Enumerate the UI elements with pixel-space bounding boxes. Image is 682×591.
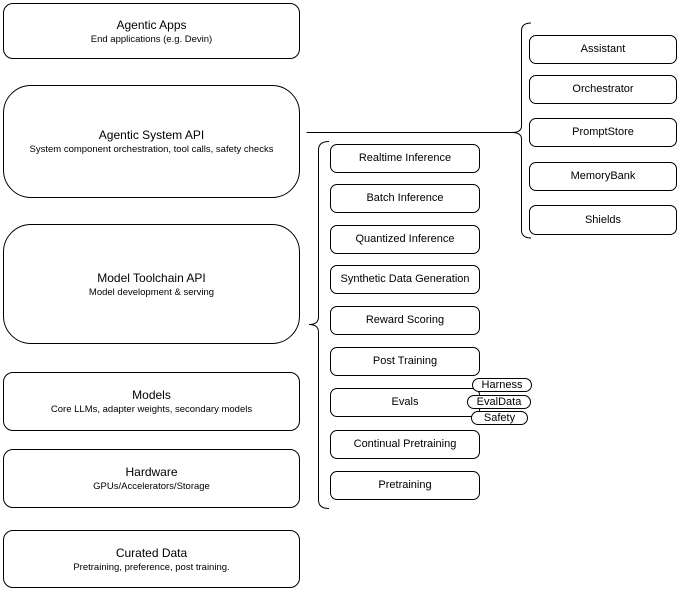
layer-subtitle: End applications (e.g. Devin) [90, 33, 213, 45]
system-node-memorybank: MemoryBank [529, 162, 677, 191]
layer-agentic-system-api: Agentic System API System component orch… [3, 85, 300, 198]
layer-model-toolchain-api: Model Toolchain API Model development & … [3, 224, 300, 344]
layer-hardware: Hardware GPUs/Accelerators/Storage [3, 449, 300, 508]
layer-subtitle: System component orchestration, tool cal… [29, 144, 274, 155]
toolchain-node-reward-scoring: Reward Scoring [330, 306, 480, 335]
toolchain-node-quantized-inference: Quantized Inference [330, 225, 480, 254]
eval-tag-evaldata: EvalData [467, 395, 531, 409]
toolchain-node-synthetic-data-generation: Synthetic Data Generation [330, 265, 480, 294]
toolchain-group-brace [308, 141, 330, 509]
toolchain-node-continual-pretraining: Continual Pretraining [330, 430, 480, 459]
system-node-shields: Shields [529, 205, 677, 235]
layer-models: Models Core LLMs, adapter weights, secon… [3, 372, 300, 431]
layer-subtitle: Core LLMs, adapter weights, secondary mo… [50, 404, 253, 415]
toolchain-node-evals: Evals [330, 388, 480, 417]
layer-title: Agentic System API [98, 128, 205, 142]
layer-title: Hardware [125, 465, 178, 479]
toolchain-node-post-training: Post Training [330, 347, 480, 376]
eval-tag-harness: Harness [472, 378, 532, 392]
layer-curated-data: Curated Data Pretraining, preference, po… [3, 530, 300, 588]
layer-title: Agentic Apps [116, 17, 187, 32]
toolchain-node-pretraining: Pretraining [330, 471, 480, 500]
toolchain-node-realtime-inference: Realtime Inference [330, 144, 480, 173]
layer-title: Model Toolchain API [97, 270, 206, 285]
layer-title: Curated Data [115, 545, 188, 560]
system-node-assistant: Assistant [529, 35, 677, 64]
layer-agentic-apps: Agentic Apps End applications (e.g. Devi… [3, 3, 300, 59]
system-node-orchestrator: Orchestrator [529, 75, 677, 104]
toolchain-node-batch-inference: Batch Inference [330, 184, 480, 213]
layer-subtitle: Model development & serving [88, 286, 215, 298]
layer-title: Models [132, 388, 171, 402]
eval-tag-safety: Safety [471, 411, 528, 425]
layer-subtitle: Pretraining, preference, post training. [73, 561, 230, 573]
system-node-promptstore: PromptStore [529, 118, 677, 147]
layer-subtitle: GPUs/Accelerators/Storage [93, 481, 210, 492]
